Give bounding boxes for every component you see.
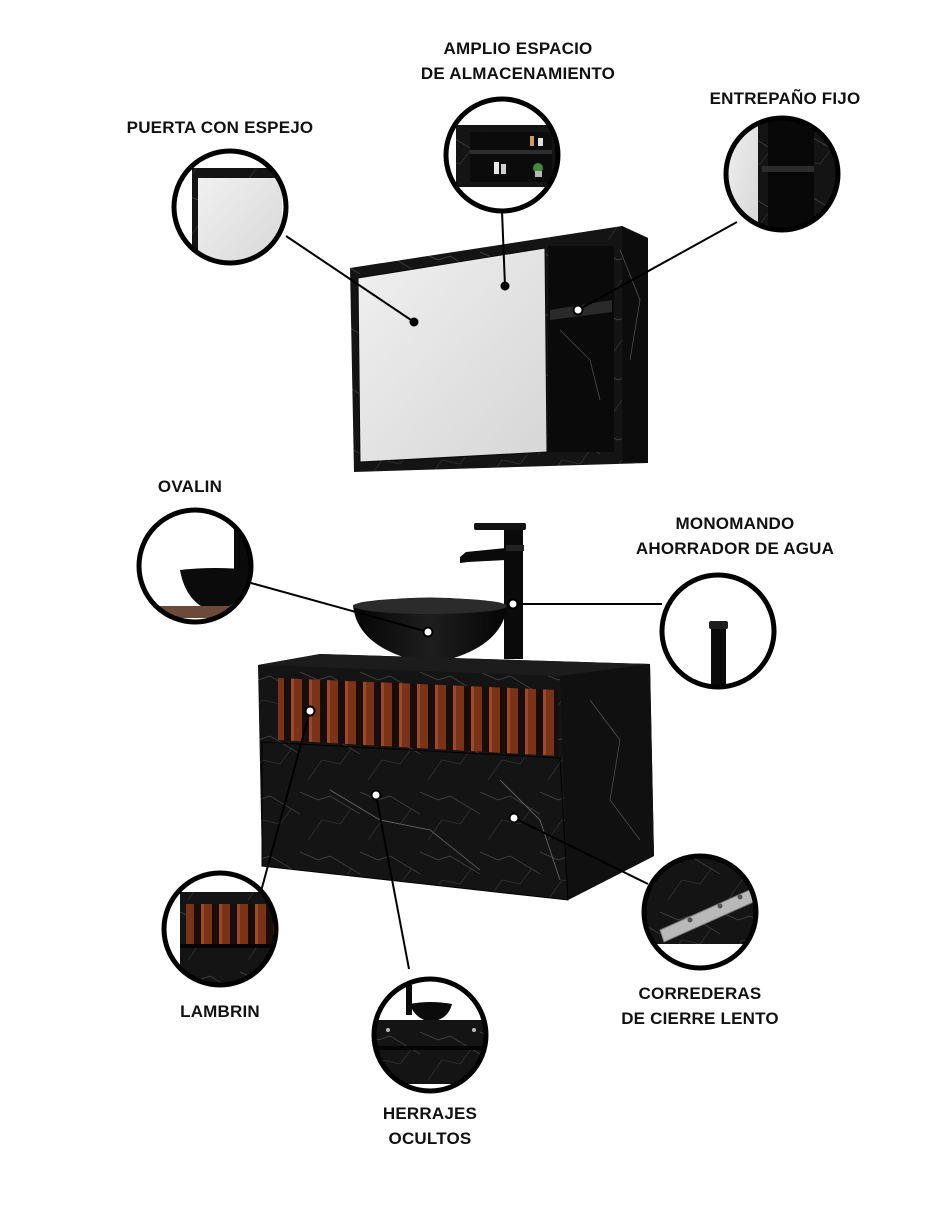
vanity-drawer <box>261 741 569 901</box>
detail-circle-fixed-shelf <box>723 115 841 233</box>
label-lambrin: LAMBRIN <box>180 1002 260 1021</box>
callout-dots <box>304 281 584 824</box>
mirror-cabinet <box>350 226 648 472</box>
label-herrajes-ocultos: HERRAJES OCULTOS <box>382 1104 478 1148</box>
lambrin-slats <box>278 678 558 756</box>
detail-circle-hidden-hardware <box>371 976 489 1094</box>
detail-circle-vessel-sink <box>136 507 254 625</box>
open-shelf-compartment <box>548 246 614 452</box>
vanity-cabinet <box>258 654 654 901</box>
detail-circle-storage <box>443 96 561 214</box>
label-puerta-con-espejo: PUERTA CON ESPEJO <box>126 118 314 137</box>
label-monomando: MONOMANDO AHORRADOR DE AGUA <box>635 514 835 558</box>
label-ovalin: OVALIN <box>157 477 223 496</box>
label-correderas: CORREDERAS DE CIERRE LENTO <box>621 984 779 1028</box>
detail-circle-soft-close-slides <box>641 853 759 971</box>
leader-lines <box>250 210 738 970</box>
label-amplio-espacio: AMPLIO ESPACIO DE ALMACENAMIENTO <box>420 39 616 83</box>
detail-circle-faucet <box>659 572 777 690</box>
label-entrepano-fijo: ENTREPAÑO FIJO <box>709 89 861 108</box>
vanity-top <box>258 654 650 676</box>
detail-circle-mirror-door <box>171 148 289 266</box>
faucet <box>460 523 526 659</box>
mirror-door <box>357 247 548 463</box>
detail-circle-lambrin <box>161 870 279 988</box>
